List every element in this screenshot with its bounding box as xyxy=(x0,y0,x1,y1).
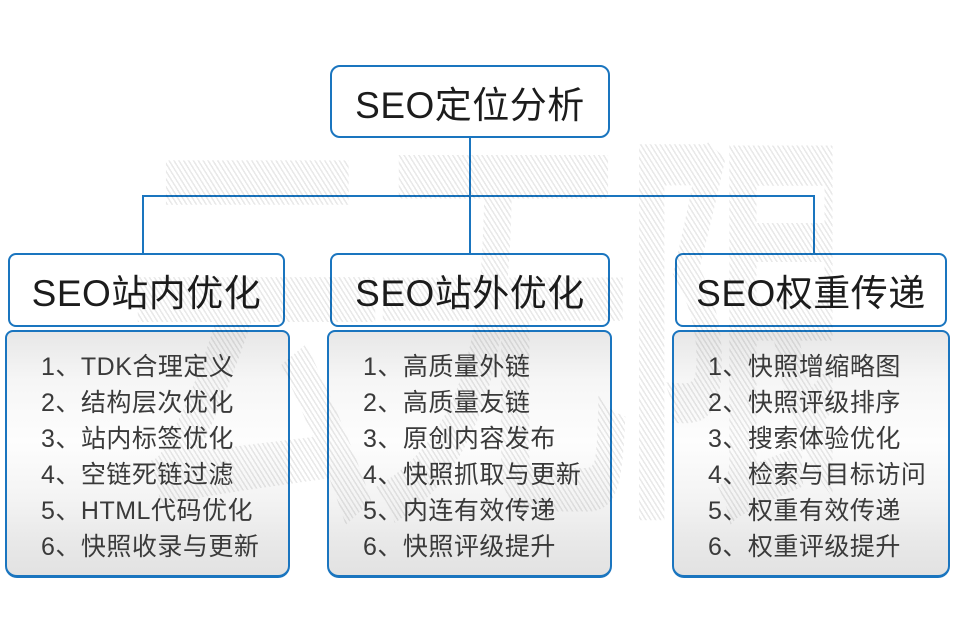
branch-header-label: SEO权重传递 xyxy=(696,273,926,314)
branch-header-label: SEO站内优化 xyxy=(31,273,262,314)
list-item: 6、快照评级提升 xyxy=(363,533,556,561)
connector-drop-right xyxy=(813,195,815,253)
list-item: 5、权重有效传递 xyxy=(708,497,901,525)
list-item: 1、快照增缩略图 xyxy=(708,353,901,381)
item-list-weight: 1、快照增缩略图 2、快照评级排序 3、搜索体验优化 4、检索与目标访问 5、权… xyxy=(672,330,950,578)
connector-drop-center xyxy=(469,195,471,253)
list-item: 4、检索与目标访问 xyxy=(708,461,927,489)
list-item: 5、内连有效传递 xyxy=(363,497,556,525)
list-item: 3、站内标签优化 xyxy=(41,425,234,453)
connector-root-stem xyxy=(469,138,471,196)
list-item: 2、结构层次优化 xyxy=(41,389,234,417)
connector-horizontal-bar xyxy=(142,195,815,197)
item-list-offsite: 1、高质量外链 2、高质量友链 3、原创内容发布 4、快照抓取与更新 5、内连有… xyxy=(327,330,612,578)
branch-header-weight: SEO权重传递 xyxy=(675,253,947,327)
list-item: 1、高质量外链 xyxy=(363,353,531,381)
list-item: 5、HTML代码优化 xyxy=(41,497,253,525)
list-item: 2、快照评级排序 xyxy=(708,389,901,417)
root-node: SEO定位分析 xyxy=(330,65,610,138)
item-list-onsite: 1、TDK合理定义 2、结构层次优化 3、站内标签优化 4、空链死链过滤 5、H… xyxy=(5,330,290,578)
list-item: 6、快照收录与更新 xyxy=(41,533,260,561)
list-item: 4、空链死链过滤 xyxy=(41,461,234,489)
list-item: 1、TDK合理定义 xyxy=(41,353,235,381)
list-item: 2、高质量友链 xyxy=(363,389,531,417)
list-item: 3、原创内容发布 xyxy=(363,425,556,453)
root-node-label: SEO定位分析 xyxy=(355,84,585,126)
branch-header-label: SEO站外优化 xyxy=(355,273,585,314)
connector-drop-left xyxy=(142,195,144,253)
branch-header-offsite: SEO站外优化 xyxy=(330,253,610,327)
list-item: 4、快照抓取与更新 xyxy=(363,461,582,489)
branch-header-onsite: SEO站内优化 xyxy=(8,253,285,327)
list-item: 6、权重评级提升 xyxy=(708,533,901,561)
list-item: 3、搜索体验优化 xyxy=(708,425,901,453)
